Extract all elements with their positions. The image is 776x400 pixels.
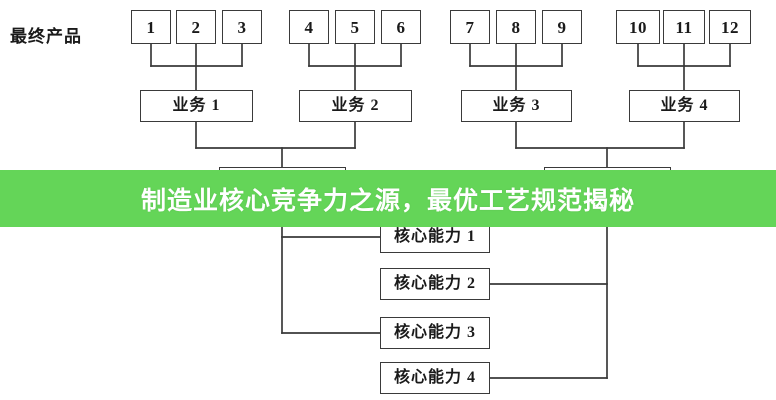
final-product-box-3[interactable]: 3 xyxy=(222,10,262,44)
final-product-box-6[interactable]: 6 xyxy=(381,10,421,44)
final-product-box-11[interactable]: 11 xyxy=(663,10,705,44)
core-capability-box-4[interactable]: 核心能力 4 xyxy=(380,362,490,394)
final-product-box-12[interactable]: 12 xyxy=(709,10,751,44)
core-capability-box-2[interactable]: 核心能力 2 xyxy=(380,268,490,300)
final-product-box-8[interactable]: 8 xyxy=(496,10,536,44)
business-box-3[interactable]: 业务 3 xyxy=(461,90,572,122)
final-product-box-1[interactable]: 1 xyxy=(131,10,171,44)
business-box-1[interactable]: 业务 1 xyxy=(140,90,253,122)
final-product-box-7[interactable]: 7 xyxy=(450,10,490,44)
business-box-4[interactable]: 业务 4 xyxy=(629,90,740,122)
final-product-box-4[interactable]: 4 xyxy=(289,10,329,44)
final-product-box-10[interactable]: 10 xyxy=(616,10,660,44)
final-product-box-2[interactable]: 2 xyxy=(176,10,216,44)
title-banner: 制造业核心竞争力之源，最优工艺规范揭秘 xyxy=(0,170,776,227)
final-product-box-9[interactable]: 9 xyxy=(542,10,582,44)
business-box-2[interactable]: 业务 2 xyxy=(299,90,412,122)
final-product-box-5[interactable]: 5 xyxy=(335,10,375,44)
core-capability-box-3[interactable]: 核心能力 3 xyxy=(380,317,490,349)
banner-title-text: 制造业核心竞争力之源，最优工艺规范揭秘 xyxy=(140,185,635,215)
row-label-final-products: 最终产品 xyxy=(10,27,82,46)
